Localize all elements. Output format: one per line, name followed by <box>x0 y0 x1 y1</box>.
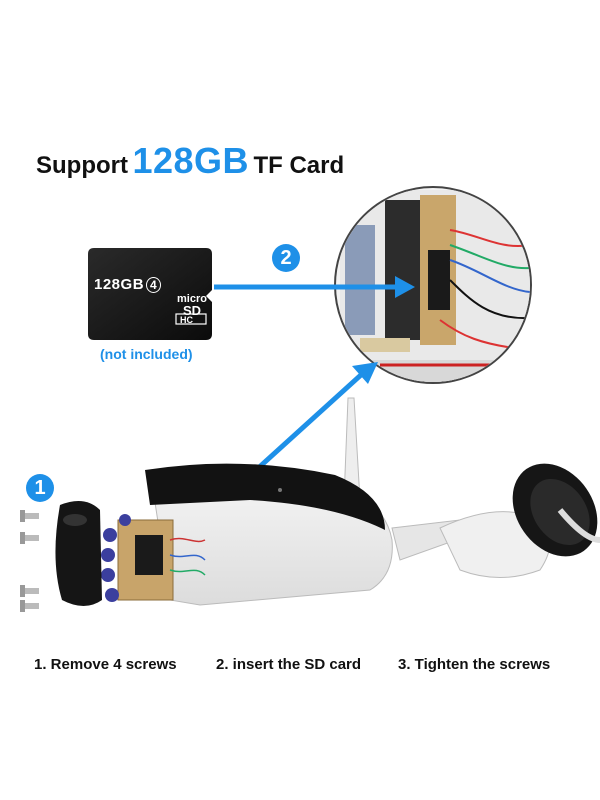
headline-prefix: Support <box>36 152 128 179</box>
camera-body <box>145 463 393 606</box>
screw-icons <box>20 510 39 612</box>
sd-class-mark: 4 <box>146 277 162 293</box>
insert-arrow <box>214 276 415 298</box>
micro-sd-card <box>88 248 212 340</box>
microsd-logo-micro: micro <box>177 293 207 305</box>
microsd-logo-sd: SD <box>182 303 202 318</box>
headline: Support 128GB TF Card <box>36 140 344 182</box>
not-included-note: (not included) <box>100 346 193 362</box>
headline-capacity: 128GB <box>132 140 250 181</box>
step-3: 3. Tighten the screws <box>398 656 551 673</box>
step-badge-2: 2 <box>272 244 300 272</box>
zoom-circle <box>334 186 532 384</box>
sd-card-capacity-text: 128GB <box>94 276 145 293</box>
wall-mount <box>512 463 600 557</box>
circuit-board <box>101 514 206 602</box>
step-1: 1. Remove 4 screws <box>34 656 177 673</box>
step-2: 2. insert the SD card <box>216 656 362 673</box>
microsd-logo: micro SD <box>172 293 212 317</box>
step-badge-1: 1 <box>26 474 54 502</box>
microsd-hc: HC <box>180 315 193 325</box>
front-cover <box>55 501 102 606</box>
headline-suffix: TF Card <box>253 152 345 179</box>
